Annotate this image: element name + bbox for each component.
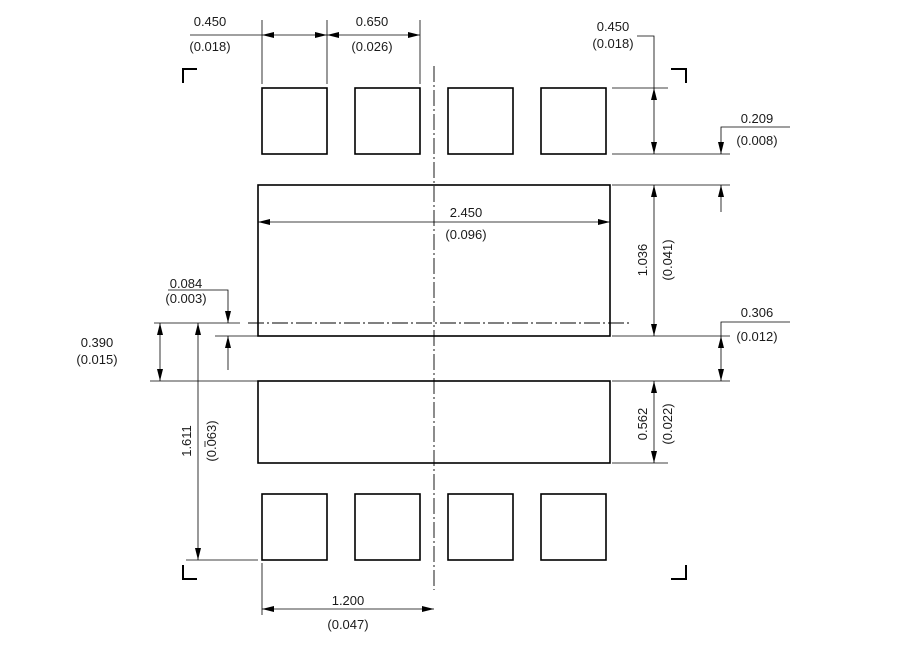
dim-pad-height-in: (0.018)	[592, 36, 633, 51]
dim-center-gap-group	[150, 323, 258, 382]
dim-overall-half-height-mm: 1.611	[179, 425, 194, 457]
dim-center-gap-in: (0.015)	[76, 352, 117, 367]
pad-top-3	[447, 87, 514, 155]
dim-offset-small-group	[154, 289, 258, 370]
corner-brackets	[182, 68, 687, 580]
dim-pad-pitch-mm: 0.650	[356, 14, 389, 29]
dim-pad-gap-group	[612, 126, 790, 212]
dim-small-pad-height-group	[612, 381, 668, 464]
dim-pad-gap-mm: 0.209	[741, 111, 774, 126]
dim-large-pad-height-mm: 1.036	[635, 244, 650, 277]
corner-bracket-bottom-left	[182, 565, 197, 580]
dim-large-pad-width-in: (0.096)	[445, 227, 486, 242]
dim-center-gap-mm: 0.390	[81, 335, 114, 350]
pad-top-2	[354, 87, 421, 155]
dim-large-pad-width-group	[258, 219, 610, 225]
pad-top-4	[540, 87, 607, 155]
dim-overall-half-height-in: (0.063)	[204, 420, 219, 461]
dim-pad-width-group	[190, 20, 421, 84]
dim-offset-small-mm: 0.084	[170, 276, 203, 291]
pad-bottom-3	[447, 493, 514, 561]
dim-large-pad-height-in: (0.041)	[660, 239, 675, 280]
dim-pad-spacing-mid-in: (0.012)	[736, 329, 777, 344]
dim-pad-spacing-mid-group	[612, 321, 790, 382]
dim-pad-gap-in: (0.008)	[736, 133, 777, 148]
dim-small-pad-height-in: (0.022)	[660, 403, 675, 444]
dim-pad-width-mm: 0.450	[194, 14, 227, 29]
corner-bracket-top-left	[182, 68, 197, 83]
dim-pad-height-group	[612, 35, 730, 155]
dim-half-width-mm: 1.200	[332, 593, 365, 608]
dim-offset-small-in: (0.003)	[165, 291, 206, 306]
corner-bracket-bottom-right	[671, 565, 687, 580]
dim-pad-pitch-in: (0.026)	[351, 39, 392, 54]
dim-pad-width-in: (0.018)	[189, 39, 230, 54]
dim-small-pad-height-mm: 0.562	[635, 408, 650, 441]
pad-bottom-4	[540, 493, 607, 561]
bottom-pad-row	[261, 493, 607, 561]
pad-bottom-2	[354, 493, 421, 561]
pad-top-1	[261, 87, 328, 155]
dim-half-width-group	[261, 563, 434, 615]
dim-large-pad-height-group	[612, 185, 668, 337]
dim-half-width-in: (0.047)	[327, 617, 368, 632]
corner-bracket-top-right	[671, 68, 687, 83]
top-pad-row	[261, 87, 607, 155]
dim-pad-spacing-mid-mm: 0.306	[741, 305, 774, 320]
dim-large-pad-width-mm: 2.450	[450, 205, 483, 220]
dim-overall-half-height-group	[186, 323, 258, 561]
dim-pad-height-mm: 0.450	[597, 19, 630, 34]
pad-bottom-1	[261, 493, 328, 561]
